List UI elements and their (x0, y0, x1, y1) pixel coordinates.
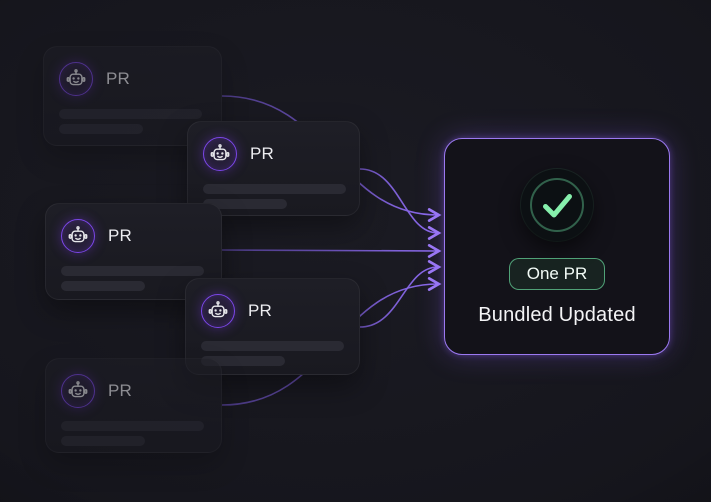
bundled-result-card: One PR Bundled Updated (444, 138, 670, 355)
wire-2 (359, 168, 442, 240)
pr-card-label: PR (250, 144, 275, 163)
skeleton-line (61, 436, 145, 446)
one-pr-badge: One PR (508, 258, 606, 290)
skeleton-line (203, 184, 346, 194)
robot-icon (61, 219, 95, 253)
pr-card-label: PR (106, 69, 131, 88)
wire-3 (221, 243, 442, 258)
skeleton-line (61, 421, 204, 431)
skeleton-line (61, 281, 145, 291)
skeleton-line (201, 341, 344, 351)
pr-card: PR (187, 121, 360, 216)
skeleton-line (59, 109, 202, 119)
checkmark-icon (521, 169, 593, 241)
skeleton-line (203, 199, 287, 209)
robot-icon (201, 294, 235, 328)
skeleton-line (61, 266, 204, 276)
wire-4 (359, 260, 442, 328)
skeleton-line (201, 356, 285, 366)
pr-card-label: PR (248, 301, 273, 320)
pr-card: PR (185, 278, 360, 375)
robot-icon (59, 62, 93, 96)
pr-card-label: PR (108, 226, 133, 245)
result-card-title: Bundled Updated (478, 304, 636, 326)
pr-card-label: PR (108, 381, 133, 400)
skeleton-line (59, 124, 143, 134)
robot-icon (61, 374, 95, 408)
pr-card: PR (45, 358, 222, 453)
robot-icon (203, 137, 237, 171)
